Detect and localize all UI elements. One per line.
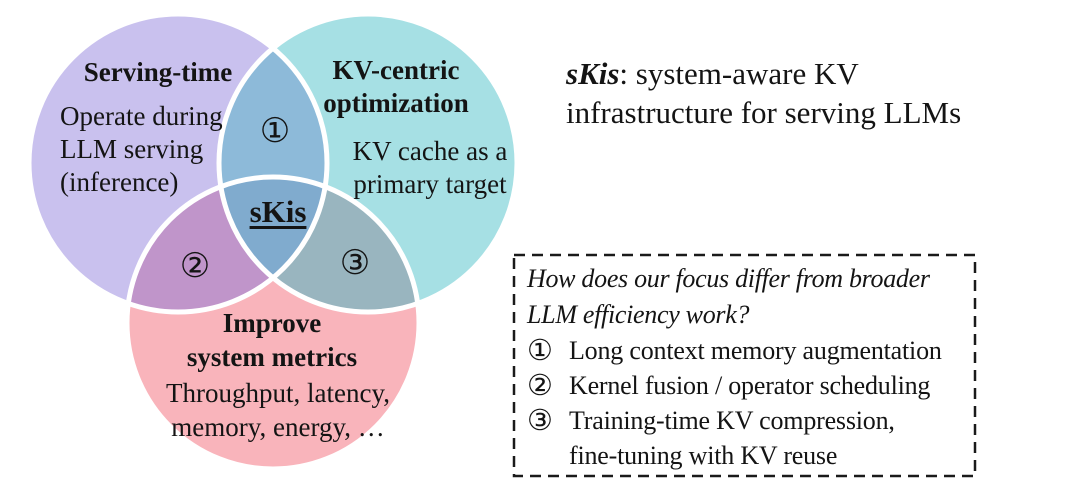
callout-item-2: ② Kernel fusion / operator scheduling (527, 368, 964, 403)
callout-item-1: ① Long context memory augmentation (527, 333, 964, 368)
venn-border-kv (216, 11, 520, 315)
callout-item-3: ③ Training-time KV compression, fine-tun… (527, 403, 964, 473)
kv-title-line: KV-centric (332, 55, 460, 85)
kv-centric-title: KV-centric optimization (323, 54, 469, 120)
headline: sKis: system-aware KV infrastructure for… (566, 54, 961, 132)
serving-desc-line: Operate during (60, 101, 223, 131)
callout-item-line: Long context memory augmentation (569, 336, 942, 365)
circled-2-icon: ② (527, 368, 553, 402)
callout-item-text: Training-time KV compression, fine-tunin… (569, 403, 895, 473)
serving-time-description: Operate during LLM serving (inference) (60, 100, 223, 199)
venn-border-serving (26, 11, 330, 315)
kv-desc-line: primary target (353, 169, 507, 199)
kv-desc-line: KV cache as a (352, 136, 508, 166)
serving-time-title: Serving-time (83, 57, 233, 87)
callout-question-line: LLM efficiency work? (527, 300, 750, 329)
headline-line-2: infrastructure for serving LLMs (566, 95, 962, 130)
serving-desc-line: (inference) (60, 167, 179, 197)
callout-item-line: fine-tuning with KV reuse (569, 441, 838, 470)
metrics-desc-line: Throughput, latency, (166, 378, 390, 408)
callout-item-text: Kernel fusion / operator scheduling (569, 368, 930, 403)
headline-line-1: sKis: system-aware KV (566, 54, 961, 93)
overlap-label-2: ② (179, 246, 211, 286)
callout-item-line: Training-time KV compression, (569, 406, 895, 435)
headline-term-skis: sKis (566, 56, 620, 91)
overlap-label-1: ① (259, 111, 291, 151)
metrics-title-line: system metrics (186, 342, 358, 372)
venn-center-label-skis: sKis (249, 194, 307, 229)
callout-item-line: Kernel fusion / operator scheduling (569, 371, 931, 400)
kv-title-line: optimization (323, 88, 469, 118)
headline-rest: : system-aware KV (619, 56, 859, 91)
callout-item-text: Long context memory augmentation (569, 333, 942, 368)
venn-border-metrics (124, 174, 422, 472)
system-metrics-title: Improve system metrics (187, 306, 357, 374)
callout-question-line: How does our focus differ from broader (527, 264, 930, 293)
overlap-label-3: ③ (339, 243, 371, 283)
callout-box: How does our focus differ from broader L… (513, 254, 976, 477)
serving-desc-line: LLM serving (60, 134, 204, 164)
metrics-desc-line: memory, energy, … (171, 412, 385, 442)
venn-overlap-serving-metrics (127, 177, 327, 312)
venn-overlap-kv-metrics (219, 177, 419, 312)
kv-centric-description: KV cache as a primary target (353, 135, 508, 201)
metrics-title-line: Improve (222, 308, 322, 338)
circled-3-icon: ③ (527, 403, 553, 437)
circled-1-icon: ① (527, 333, 553, 367)
system-metrics-description: Throughput, latency, memory, energy, … (166, 376, 390, 444)
